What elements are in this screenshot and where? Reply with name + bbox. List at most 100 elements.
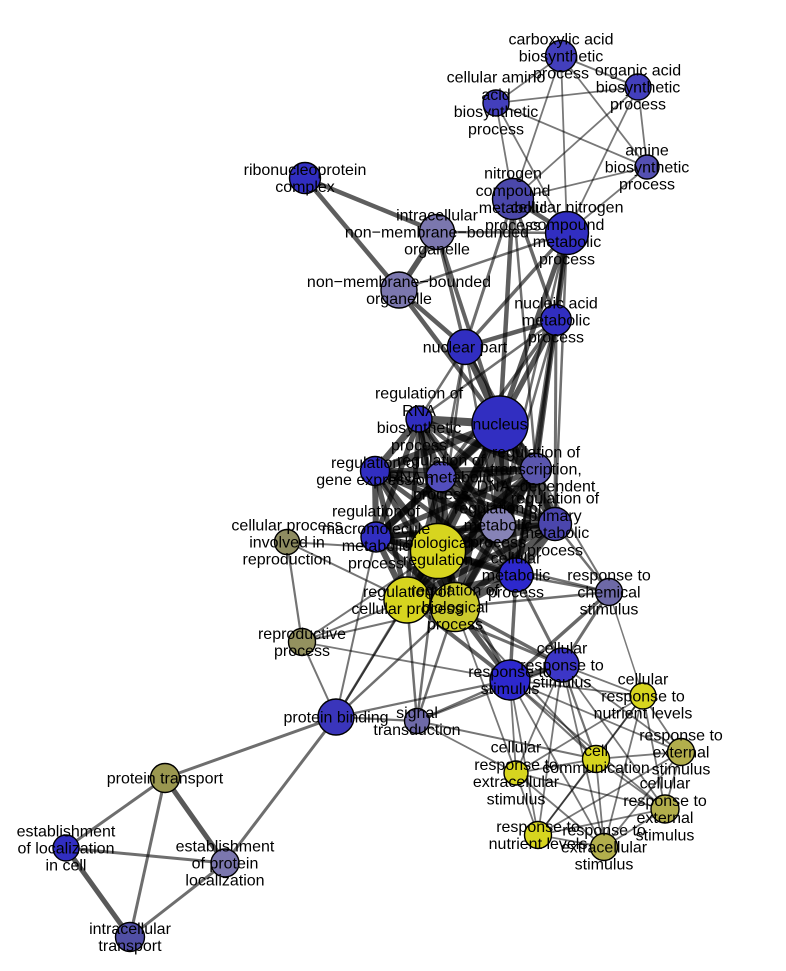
svg-text:nucleus: nucleus bbox=[472, 417, 527, 434]
svg-text:cellular process: cellular process bbox=[351, 601, 462, 618]
svg-text:chemical: chemical bbox=[577, 585, 640, 602]
svg-text:transcription,: transcription, bbox=[490, 462, 582, 479]
svg-text:metabolic: metabolic bbox=[482, 568, 550, 585]
svg-text:cellular process: cellular process bbox=[231, 517, 342, 534]
svg-text:metabolic: metabolic bbox=[522, 313, 590, 330]
svg-text:cellular nitrogen: cellular nitrogen bbox=[511, 200, 624, 217]
svg-text:of protein: of protein bbox=[192, 856, 259, 873]
svg-text:in cell: in cell bbox=[46, 858, 87, 875]
svg-text:macromolecule: macromolecule bbox=[322, 521, 431, 538]
svg-text:intracellular: intracellular bbox=[89, 921, 171, 938]
svg-text:regulation of: regulation of bbox=[331, 455, 420, 472]
svg-text:response to: response to bbox=[601, 689, 685, 706]
svg-text:primary: primary bbox=[528, 508, 581, 525]
svg-text:establishment: establishment bbox=[176, 838, 275, 855]
svg-text:regulation of: regulation of bbox=[375, 386, 464, 403]
svg-text:amine: amine bbox=[625, 142, 669, 159]
svg-text:regulation of: regulation of bbox=[363, 584, 452, 601]
svg-text:response to: response to bbox=[520, 658, 604, 675]
svg-text:process: process bbox=[528, 330, 584, 347]
svg-text:cellular: cellular bbox=[618, 671, 669, 688]
svg-text:stimulus: stimulus bbox=[575, 857, 634, 874]
svg-text:biosynthetic: biosynthetic bbox=[377, 420, 462, 437]
svg-text:stimulus: stimulus bbox=[481, 681, 540, 698]
svg-text:response to: response to bbox=[468, 664, 552, 681]
svg-text:cellular: cellular bbox=[537, 640, 588, 657]
svg-text:transport: transport bbox=[98, 938, 162, 955]
svg-text:process: process bbox=[391, 437, 447, 454]
svg-text:involved in: involved in bbox=[249, 535, 325, 552]
svg-text:response to: response to bbox=[567, 567, 651, 584]
svg-text:process: process bbox=[413, 487, 469, 504]
svg-text:process: process bbox=[348, 555, 404, 572]
svg-text:nutrient levels: nutrient levels bbox=[489, 836, 588, 853]
svg-text:signal: signal bbox=[396, 705, 438, 722]
svg-text:stimulus: stimulus bbox=[652, 762, 711, 779]
svg-text:extracellular: extracellular bbox=[473, 774, 560, 791]
svg-text:process: process bbox=[488, 585, 544, 602]
svg-text:biological: biological bbox=[422, 600, 489, 617]
svg-text:nutrient levels: nutrient levels bbox=[594, 706, 693, 723]
svg-text:stimulus: stimulus bbox=[487, 791, 546, 808]
svg-text:biosynthetic: biosynthetic bbox=[596, 80, 681, 97]
svg-text:stimulus: stimulus bbox=[580, 602, 639, 619]
svg-text:non−membrane−bounded: non−membrane−bounded bbox=[307, 274, 491, 291]
svg-text:nitrogen: nitrogen bbox=[484, 166, 542, 183]
svg-text:biosynthetic: biosynthetic bbox=[454, 104, 539, 121]
svg-text:gene expression: gene expression bbox=[316, 472, 433, 489]
svg-text:response to: response to bbox=[474, 757, 558, 774]
svg-text:regulation of: regulation of bbox=[511, 491, 600, 508]
svg-text:ribonucleoprotein: ribonucleoprotein bbox=[244, 162, 367, 179]
svg-text:organic acid: organic acid bbox=[595, 62, 681, 79]
svg-text:stimulus: stimulus bbox=[533, 675, 592, 692]
svg-text:cellular: cellular bbox=[491, 740, 542, 757]
svg-text:non−membrane−bounded: non−membrane−bounded bbox=[345, 225, 529, 242]
svg-text:nuclear part: nuclear part bbox=[423, 340, 508, 357]
svg-text:regulation of: regulation of bbox=[332, 504, 421, 521]
svg-text:acid: acid bbox=[481, 87, 510, 104]
svg-text:compound: compound bbox=[530, 217, 605, 234]
svg-text:of localization: of localization bbox=[18, 841, 115, 858]
svg-text:metabolic: metabolic bbox=[521, 525, 589, 542]
svg-text:compound: compound bbox=[476, 183, 551, 200]
svg-text:cellular amino: cellular amino bbox=[447, 70, 546, 87]
svg-text:cellular: cellular bbox=[640, 776, 691, 793]
svg-text:cellular: cellular bbox=[491, 550, 542, 567]
svg-text:transduction: transduction bbox=[373, 722, 460, 739]
svg-text:stimulus: stimulus bbox=[636, 827, 695, 844]
svg-text:protein binding: protein binding bbox=[284, 710, 389, 727]
svg-text:external: external bbox=[653, 745, 710, 762]
svg-text:nucleic acid: nucleic acid bbox=[514, 295, 598, 312]
svg-text:RNA metabolic: RNA metabolic bbox=[388, 470, 494, 487]
svg-text:process: process bbox=[274, 643, 330, 660]
svg-text:process: process bbox=[539, 251, 595, 268]
svg-text:process: process bbox=[470, 535, 526, 552]
svg-text:regulation of: regulation of bbox=[397, 452, 486, 469]
svg-text:regulation of: regulation of bbox=[411, 582, 500, 599]
svg-text:protein transport: protein transport bbox=[107, 771, 224, 788]
svg-text:response to: response to bbox=[623, 793, 707, 810]
svg-text:response to: response to bbox=[639, 727, 723, 744]
svg-text:biological: biological bbox=[405, 535, 472, 552]
svg-text:process: process bbox=[468, 121, 524, 138]
svg-text:process: process bbox=[527, 542, 583, 559]
svg-text:response to: response to bbox=[562, 822, 646, 839]
svg-text:RNA: RNA bbox=[402, 403, 436, 420]
svg-text:regulation: regulation bbox=[403, 552, 473, 569]
svg-text:biosynthetic: biosynthetic bbox=[519, 49, 604, 66]
svg-text:organelle: organelle bbox=[404, 242, 470, 259]
svg-text:organelle: organelle bbox=[366, 291, 432, 308]
svg-text:establishment: establishment bbox=[17, 823, 116, 840]
svg-text:metabolic: metabolic bbox=[533, 234, 601, 251]
svg-text:reproduction: reproduction bbox=[243, 552, 332, 569]
svg-text:biosynthetic: biosynthetic bbox=[605, 160, 690, 177]
svg-text:complex: complex bbox=[275, 179, 335, 196]
svg-text:DNA−dependent: DNA−dependent bbox=[477, 479, 596, 496]
svg-text:process: process bbox=[610, 97, 666, 114]
svg-text:process: process bbox=[533, 66, 589, 83]
svg-text:extracellular: extracellular bbox=[561, 840, 648, 857]
svg-text:localization: localization bbox=[185, 873, 264, 890]
svg-text:process: process bbox=[619, 177, 675, 194]
svg-text:metabolic: metabolic bbox=[479, 200, 547, 217]
svg-text:reproductive: reproductive bbox=[258, 626, 346, 643]
